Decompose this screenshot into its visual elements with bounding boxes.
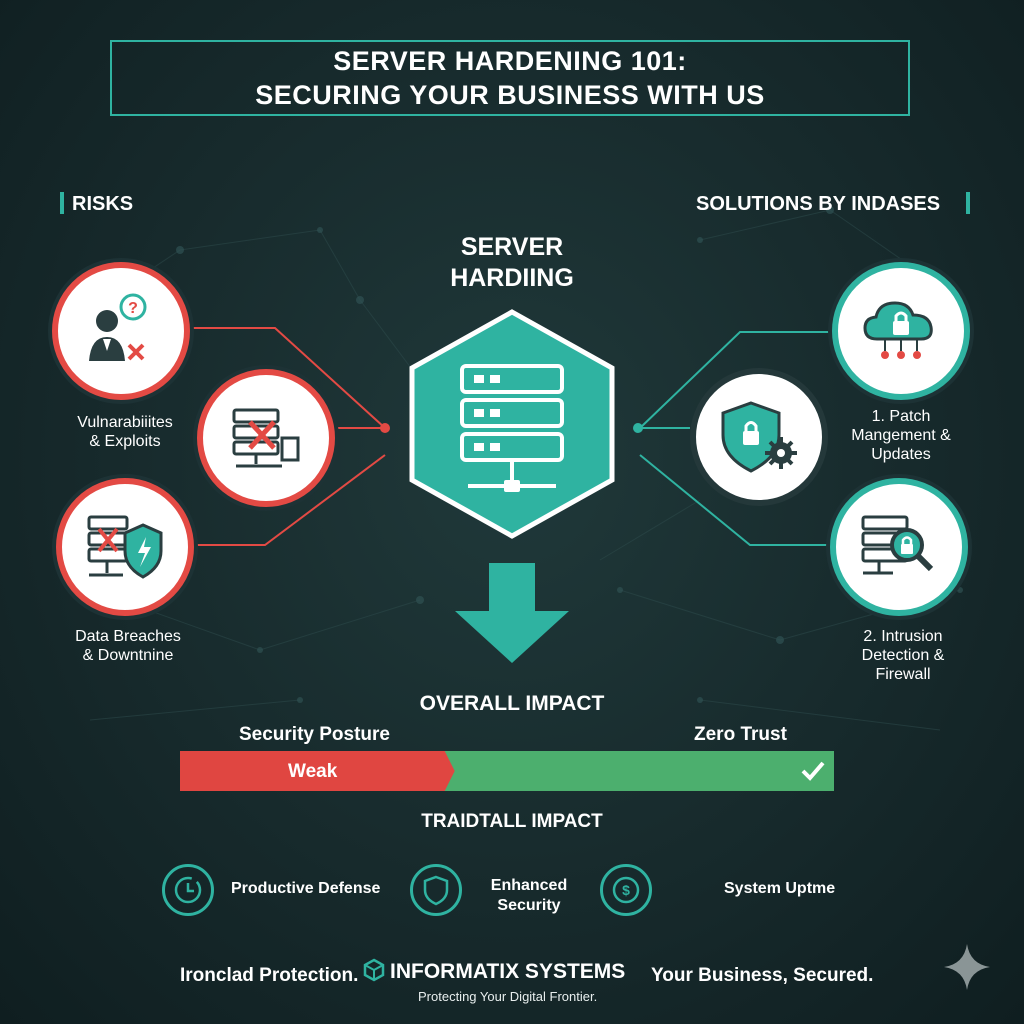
- cloud-lock-icon: [863, 301, 933, 359]
- check-icon: [801, 761, 825, 781]
- down-arrow-icon: [455, 563, 569, 663]
- server-error-icon: [232, 408, 300, 468]
- solution-caption-intrusion: 2. Intrusion Detection & Firewall: [837, 627, 969, 684]
- benefit-label-productive: Productive Defense: [231, 880, 381, 897]
- solution-circle-search: [830, 478, 968, 616]
- risk-caption-1-line-2: & Exploits: [89, 433, 161, 450]
- risks-label: RISKS: [72, 193, 134, 215]
- security-posture-label: Security Posture: [239, 724, 390, 745]
- center-title: SERVER HARDIING: [412, 232, 612, 294]
- server-hexagon: [409, 309, 615, 539]
- risk-circle-user: ?: [52, 262, 190, 400]
- shield-icon: [423, 875, 449, 906]
- footer-right-tagline: Your Business, Secured.: [651, 965, 874, 986]
- benefit-label-enhanced-line-2: Security: [497, 897, 561, 914]
- sparkle-icon: [944, 944, 990, 990]
- solutions-label: SOLUTIONS BY INDASES: [696, 193, 941, 215]
- weak-segment: [180, 751, 455, 791]
- benefit-label-uptime: System Uptme: [724, 880, 836, 897]
- risk-caption-1-line-1: Vulnarabiiites: [77, 414, 173, 431]
- risk-circle-server: [197, 369, 335, 507]
- cube-logo-icon: [363, 958, 385, 982]
- shield-gear-icon: [721, 401, 797, 473]
- solution-caption-1-line-2: Mangement &: [851, 427, 951, 444]
- traditional-impact-subtitle: TRAIDTALL IMPACT: [421, 811, 603, 832]
- overall-impact-title: OVERALL IMPACT: [419, 692, 605, 715]
- footer-left-tagline: Ironclad Protection.: [180, 965, 359, 986]
- risk-caption-2-line-1: Data Breaches: [75, 628, 181, 645]
- center-title-line-1: SERVER: [460, 233, 564, 261]
- risks-marker: [60, 192, 64, 214]
- title-banner: SERVER HARDENING 101: SECURING YOUR BUSI…: [110, 40, 910, 116]
- center-title-line-2: HARDIING: [450, 264, 574, 292]
- solutions-marker: [966, 192, 970, 214]
- solution-caption-2-line-1: 2. Intrusion: [863, 628, 943, 645]
- svg-text:?: ?: [128, 300, 138, 317]
- benefit-clock: [162, 864, 214, 916]
- risk-circle-breach: [56, 478, 194, 616]
- server-search-icon: [861, 515, 934, 575]
- clock-icon: [174, 876, 202, 904]
- weak-label: Weak: [288, 761, 338, 782]
- benefit-dollar: $: [600, 864, 652, 916]
- solution-caption-2-line-3: Firewall: [875, 666, 931, 683]
- benefit-label-enhanced-line-1: Enhanced: [490, 877, 568, 894]
- server-shield-icon: [87, 515, 163, 579]
- title-line-2: SECURING YOUR BUSINESS WITH US: [255, 80, 765, 110]
- dollar-icon: $: [612, 876, 640, 904]
- solution-caption-1-line-1: 1. Patch: [871, 408, 931, 425]
- solution-circle-shield: [690, 368, 828, 506]
- zero-trust-label: Zero Trust: [694, 724, 787, 745]
- solution-circle-cloud: [832, 262, 970, 400]
- svg-text:$: $: [622, 882, 630, 898]
- risk-caption-2-line-2: & Downtnine: [82, 647, 174, 664]
- security-progress-bar: [180, 751, 834, 791]
- footer-subtitle: Protecting Your Digital Frontier.: [418, 989, 598, 1004]
- title-line-1: SERVER HARDENING 101:: [333, 46, 687, 76]
- risk-caption-breaches: Data Breaches & Downtnine: [58, 627, 198, 665]
- user-question-icon: ?: [89, 293, 147, 361]
- footer-brand: INFORMATIX SYSTEMS: [390, 960, 626, 983]
- solution-caption-1-line-3: Updates: [871, 446, 931, 463]
- solution-caption-2-line-2: Detection &: [861, 647, 945, 664]
- risk-caption-vulnerabilities: Vulnarabiiites & Exploits: [60, 413, 190, 451]
- benefit-label-enhanced: Enhanced Security: [488, 876, 570, 916]
- benefit-shield: [410, 864, 462, 916]
- solution-caption-patch: 1. Patch Mangement & Updates: [835, 407, 967, 464]
